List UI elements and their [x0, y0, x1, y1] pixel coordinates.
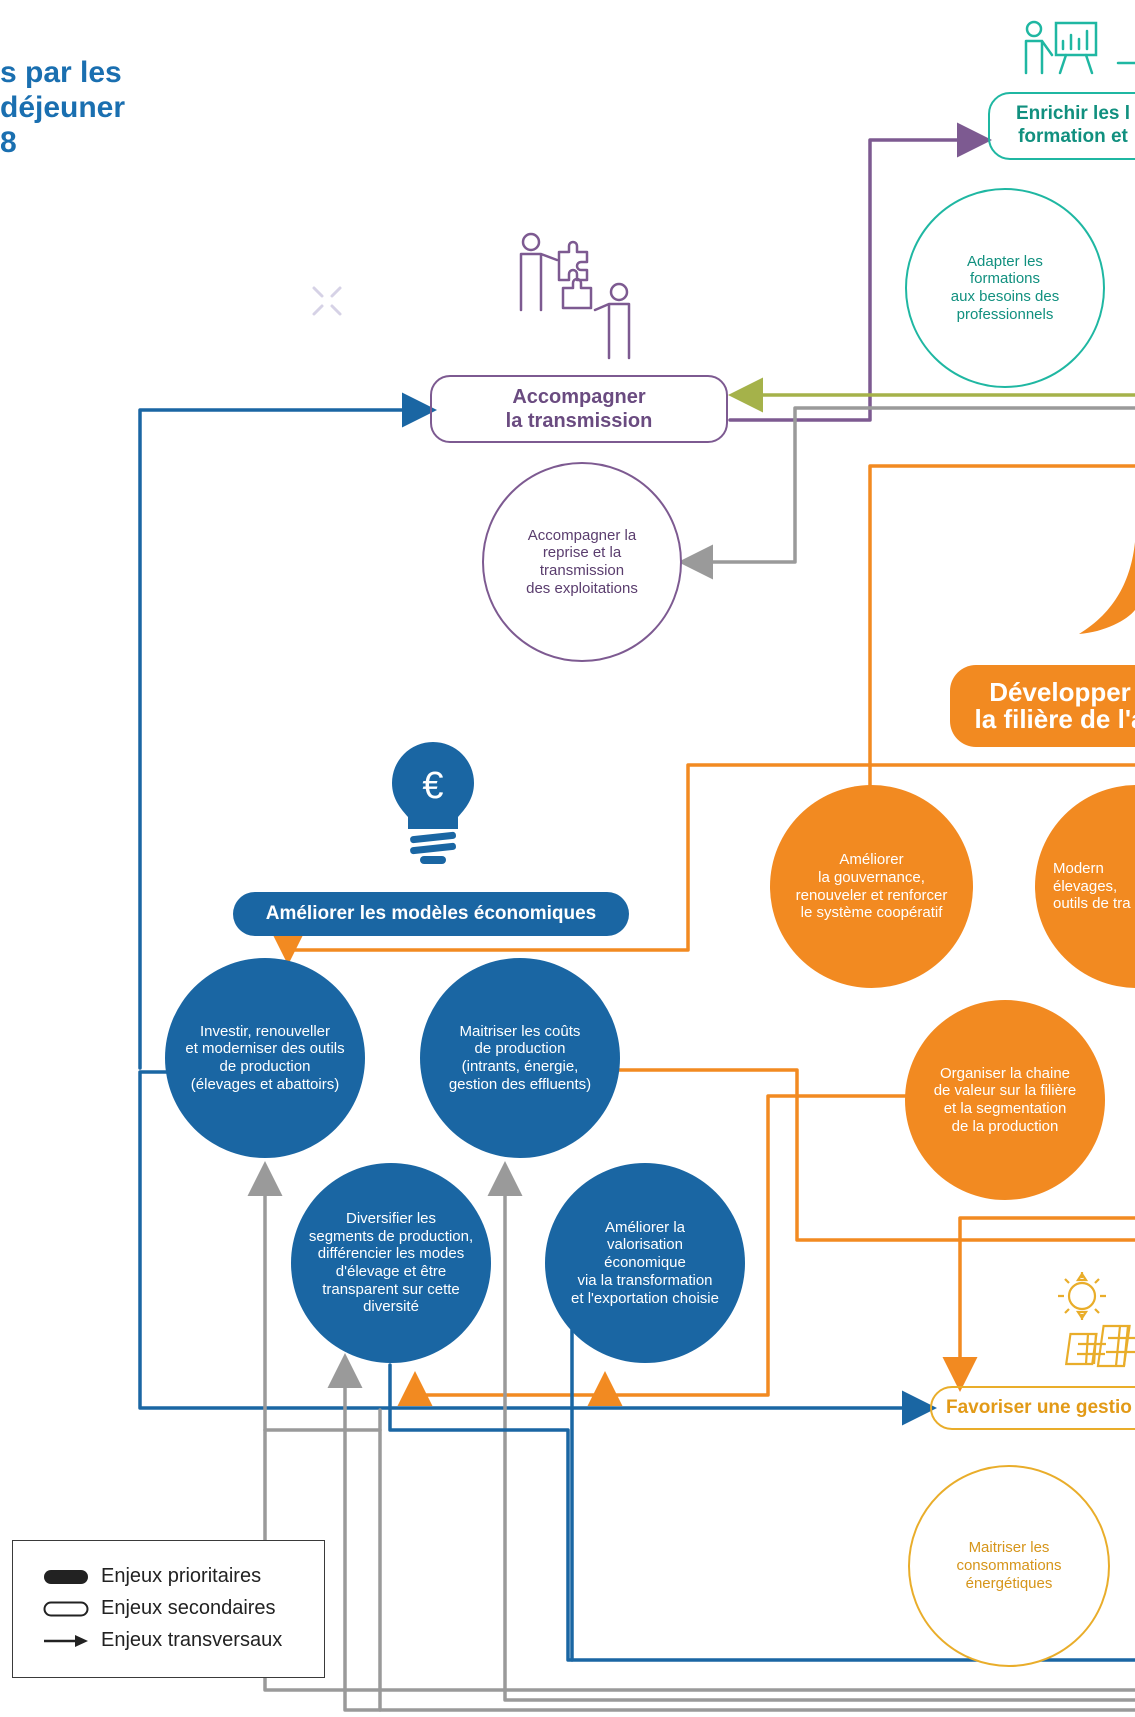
enjeu-energie[interactable]: Favoriser une gestio [930, 1386, 1135, 1430]
link-gray-diversifier [327, 1353, 1135, 1712]
sous-enjeu-diversifier[interactable]: Diversifier les segments de production, … [291, 1163, 491, 1363]
sun-solar-panel-icon [1058, 1272, 1135, 1368]
enjeu-filiere-line-2: la filière de l'a [974, 704, 1135, 734]
sous-enjeu-adapter-formations[interactable]: Adapter les formations aux besoins des p… [905, 188, 1105, 388]
svg-text:€: € [422, 765, 443, 807]
sous-enjeu-couts[interactable]: Maitriser les coûts de production (intra… [420, 958, 620, 1158]
sous-enjeu-chaine-valeur[interactable]: Organiser la chaine de valeur sur la fil… [905, 1000, 1105, 1200]
enjeu-transmission-line-2: la transmission [505, 410, 653, 432]
legend-secondaires-label: Enjeux secondaires [101, 1597, 276, 1619]
link-orange-couts [590, 1068, 1135, 1242]
euro-lightbulb-icon: € [392, 742, 474, 864]
link-gray-investir [247, 1161, 1135, 1692]
enjeu-formation[interactable]: Enrichir les l formation et [988, 92, 1135, 160]
page-title-line-1: s par les [0, 56, 122, 89]
legend-row-transversaux: Enjeux transversaux [43, 1629, 282, 1652]
sparkle-icon [312, 286, 342, 316]
link-blue-energie [138, 1070, 937, 1426]
sous-enjeu-valorisation[interactable]: Améliorer la valorisation économique via… [545, 1163, 745, 1363]
enjeu-modeles[interactable]: Améliorer les modèles économiques [233, 892, 629, 936]
link-orange-valorisation [587, 1371, 623, 1406]
legend-prioritaires-label: Enjeux prioritaires [101, 1565, 262, 1587]
presentation-icon [1024, 20, 1135, 75]
enjeu-transmission-line-1: Accompagner [512, 386, 646, 408]
link-orange-top [868, 464, 1135, 787]
arrow-icon [44, 1634, 88, 1647]
filiere-swoosh-icon [1079, 542, 1135, 634]
link-orange-energie [942, 1216, 1135, 1392]
enjeu-formation-line-1: Enrichir les l [1015, 103, 1131, 125]
link-blue-diversifier [388, 1363, 1135, 1662]
sous-enjeu-gouvernance[interactable]: Améliorer la gouvernance, renouveler et … [770, 785, 973, 988]
outline-pill-icon [43, 1601, 89, 1616]
enjeu-formation-line-2: formation et [1018, 126, 1128, 147]
enjeu-filiere[interactable]: Développer la filière de l'a [950, 665, 1135, 747]
link-blue-transmission [138, 392, 437, 1070]
legend: Enjeux prioritaires Enjeux secondaires E… [12, 1540, 325, 1678]
legend-transversaux-label: Enjeux transversaux [101, 1629, 283, 1651]
link-gray-reprise [678, 406, 1135, 580]
link-orange-chaine [397, 1094, 907, 1406]
legend-row-prioritaires: Enjeux prioritaires [43, 1565, 261, 1588]
legend-row-secondaires: Enjeux secondaires [43, 1597, 276, 1620]
enjeu-transmission[interactable]: Accompagner la transmission [430, 375, 728, 443]
page-title-line-2: déjeuner [0, 91, 126, 124]
puzzle-people-icon [519, 232, 631, 360]
sous-enjeu-investir[interactable]: Investir, renouveller et moderniser des … [165, 958, 365, 1158]
sous-enjeu-reprise-transmission[interactable]: Accompagner la reprise et la transmissio… [482, 462, 682, 662]
filled-pill-icon [44, 1569, 88, 1584]
link-gray-couts [487, 1161, 1135, 1702]
sous-enjeu-consommations[interactable]: Maitriser les consommations énergétiques [908, 1465, 1110, 1667]
page-title-line-3: 8 [0, 126, 17, 159]
enjeu-filiere-line-1: Développer [989, 676, 1131, 707]
link-transmission-formation [728, 122, 992, 422]
link-orange-investir [270, 763, 1135, 965]
